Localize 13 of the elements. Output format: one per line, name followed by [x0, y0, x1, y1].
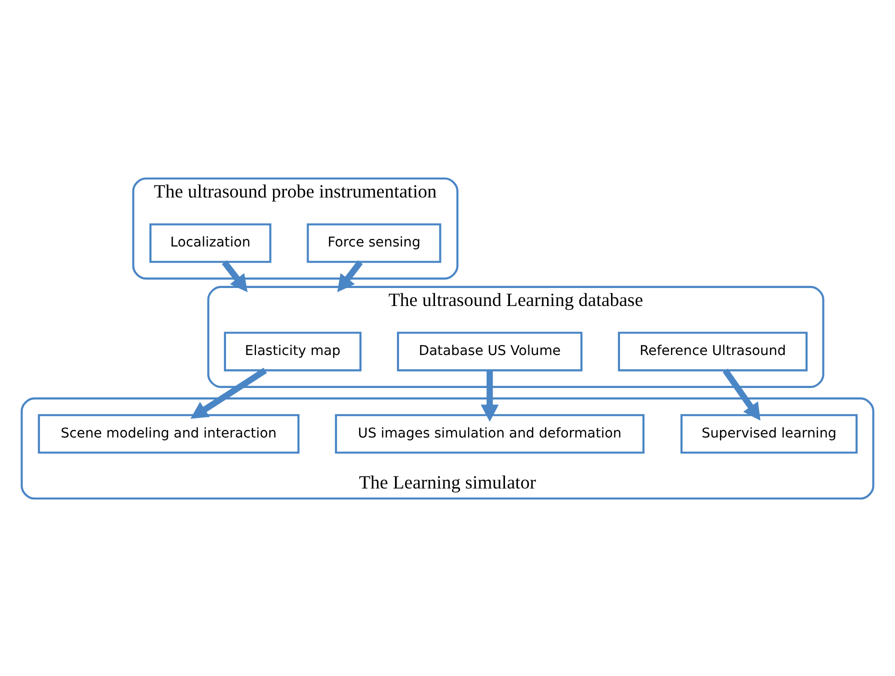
node-box: Force sensing — [306, 222, 442, 262]
arrow — [337, 260, 363, 292]
node-box: US images simulation and deformation — [334, 414, 644, 454]
arrow — [480, 370, 499, 422]
node-box: Scene modeling and interaction — [38, 414, 300, 454]
arrow — [722, 368, 760, 420]
node-box: Elasticity map — [224, 331, 362, 371]
node-box: Database US Volume — [396, 331, 582, 371]
node-box: Reference Ultrasound — [618, 331, 808, 371]
arrow — [222, 260, 248, 292]
node-box: Supervised learning — [680, 414, 858, 454]
node-box: Localization — [149, 222, 272, 262]
arrow — [190, 367, 267, 418]
